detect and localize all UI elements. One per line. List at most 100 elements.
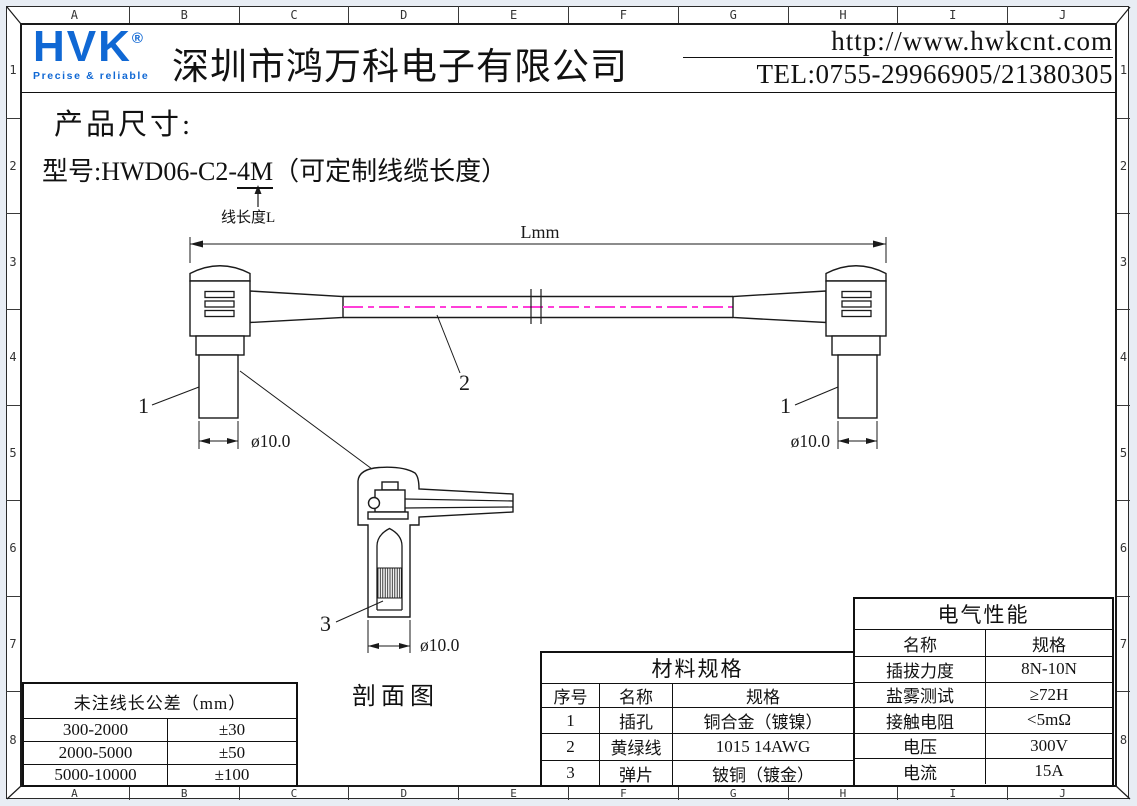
- cable-break-marks: [530, 289, 542, 324]
- callout-plug-right: 1: [780, 393, 791, 418]
- table-row: 电流 15A: [855, 758, 1112, 784]
- tolerance-value: ±30: [218, 720, 246, 740]
- section-screw-top: [381, 481, 399, 491]
- zone-letter: B: [130, 6, 240, 23]
- length-dimension: [189, 237, 887, 263]
- right-barrel: [837, 354, 878, 419]
- table-row: 1 插孔 铜合金（镀镍）: [542, 707, 853, 734]
- table-row: 300-2000 ±30: [24, 719, 296, 742]
- zone-letter: E: [459, 787, 569, 800]
- zone-letter: J: [1058, 7, 1067, 22]
- zone-number: 5: [6, 406, 20, 502]
- zone-letter: G: [679, 787, 789, 800]
- zone-letter: C: [240, 787, 350, 800]
- header-contact: http://www.hwkcnt.com TEL:0755-29966905/…: [683, 26, 1113, 89]
- zone-number: 8: [1119, 732, 1128, 747]
- zone-number: 2: [1117, 119, 1130, 215]
- tolerance-table: 未注线长公差（mm） 300-2000 ±30 2000-5000 ±50 50…: [22, 682, 298, 787]
- zone-letter: G: [679, 6, 789, 23]
- company-phone: TEL:0755-29966905/21380305: [756, 59, 1113, 89]
- tolerance-value: ±100: [214, 765, 250, 785]
- zone-letter: J: [1059, 787, 1066, 800]
- company-logo: HVK® Precise & reliable: [33, 22, 150, 83]
- table-row: 5000-10000 ±100: [24, 763, 296, 787]
- header-divider: [21, 92, 1116, 93]
- length-dimension-label: Lmm: [521, 222, 560, 242]
- model-prefix: 型号:HWD06-C2-: [42, 157, 237, 186]
- left-flange: [195, 335, 245, 356]
- model-suffix: （可定制线缆长度）: [273, 157, 508, 186]
- table-header-row: 序号 名称 规格: [542, 684, 853, 707]
- section-flange-bar: [367, 511, 409, 520]
- zone-letter: A: [20, 787, 130, 800]
- left-vents: [204, 290, 235, 318]
- logo-tagline: Precise & reliable: [33, 70, 150, 82]
- section-arm-inner-lines: [404, 498, 514, 509]
- left-connector: [151, 265, 373, 470]
- zone-letter: C: [240, 6, 350, 23]
- zone-letter: F: [569, 6, 679, 23]
- material-name: 黄绿线: [600, 734, 673, 760]
- electrical-spec: ≥72H: [1029, 684, 1069, 704]
- col-header-spec: 规格: [746, 688, 780, 707]
- section-bore-arch: [376, 527, 403, 570]
- col-header-name: 名称: [855, 630, 986, 656]
- zone-letter: H: [789, 6, 899, 23]
- col-header-name: 名称: [600, 684, 673, 707]
- frame-corner-diagonals: [6, 6, 1131, 800]
- zone-letter: D: [349, 787, 460, 800]
- tolerance-value: ±50: [218, 743, 246, 763]
- electrical-performance-table: 电气性能 名称 规格 插拔力度 8N-10N 盐雾测试 ≥72H 接触电阻 <5…: [853, 597, 1114, 787]
- zone-letter: I: [898, 6, 1009, 23]
- callout-plug-left: 1: [138, 393, 149, 418]
- table-row: 接触电阻 <5mΩ: [855, 707, 1112, 733]
- zone-number: 8: [9, 732, 17, 747]
- electrical-spec: 15A: [1034, 761, 1064, 781]
- right-dome: [825, 265, 887, 282]
- zone-number: 7: [6, 597, 20, 693]
- section-spring-hatch: [377, 567, 402, 599]
- electrical-name: 电流: [855, 759, 986, 784]
- diameter-label-left: ø10.0: [251, 431, 291, 451]
- page-title: 产品尺寸:: [54, 109, 194, 141]
- tolerance-range: 2000-5000: [24, 742, 168, 764]
- section-ring: [367, 496, 381, 510]
- zone-number: 6: [6, 501, 20, 597]
- col-header-index: 序号: [542, 684, 600, 707]
- right-body: [825, 280, 887, 337]
- zone-letter: D: [349, 6, 460, 23]
- material-table-title: 材料规格: [542, 653, 853, 684]
- registered-trademark-icon: ®: [131, 30, 143, 47]
- material-spec: 1015 14AWG: [715, 736, 811, 756]
- company-name: 深圳市鸿万科电子有限公司: [172, 47, 628, 88]
- zone-letter: H: [789, 787, 899, 800]
- logo-text: HVK: [33, 22, 132, 71]
- material-name: 弹片: [600, 760, 673, 786]
- left-barrel: [198, 354, 239, 419]
- zone-number: 5: [1117, 406, 1130, 502]
- zone-letter: E: [459, 6, 569, 23]
- left-diameter-dimension: [198, 421, 239, 449]
- left-body: [189, 280, 251, 337]
- zone-number: 4: [1117, 310, 1130, 406]
- length-note-arrow: [254, 185, 262, 207]
- section-leader: [239, 370, 373, 470]
- zone-number: 1: [1117, 23, 1130, 119]
- electrical-name: 插拔力度: [855, 657, 986, 682]
- table-row: 3 弹片 铍铜（镀金）: [542, 759, 853, 786]
- right-vents: [841, 290, 872, 318]
- electrical-spec: <5mΩ: [1027, 710, 1071, 730]
- zone-letter: I: [898, 787, 1009, 800]
- model-number-line: 型号:HWD06-C2-4M（可定制线缆长度）: [42, 151, 508, 189]
- material-index: 3: [542, 760, 600, 786]
- right-connector: [732, 265, 887, 449]
- right-boot: [732, 290, 827, 324]
- zone-number: 7: [1117, 597, 1130, 693]
- table-row: 2000-5000 ±50: [24, 741, 296, 764]
- electrical-table-title: 电气性能: [855, 599, 1112, 630]
